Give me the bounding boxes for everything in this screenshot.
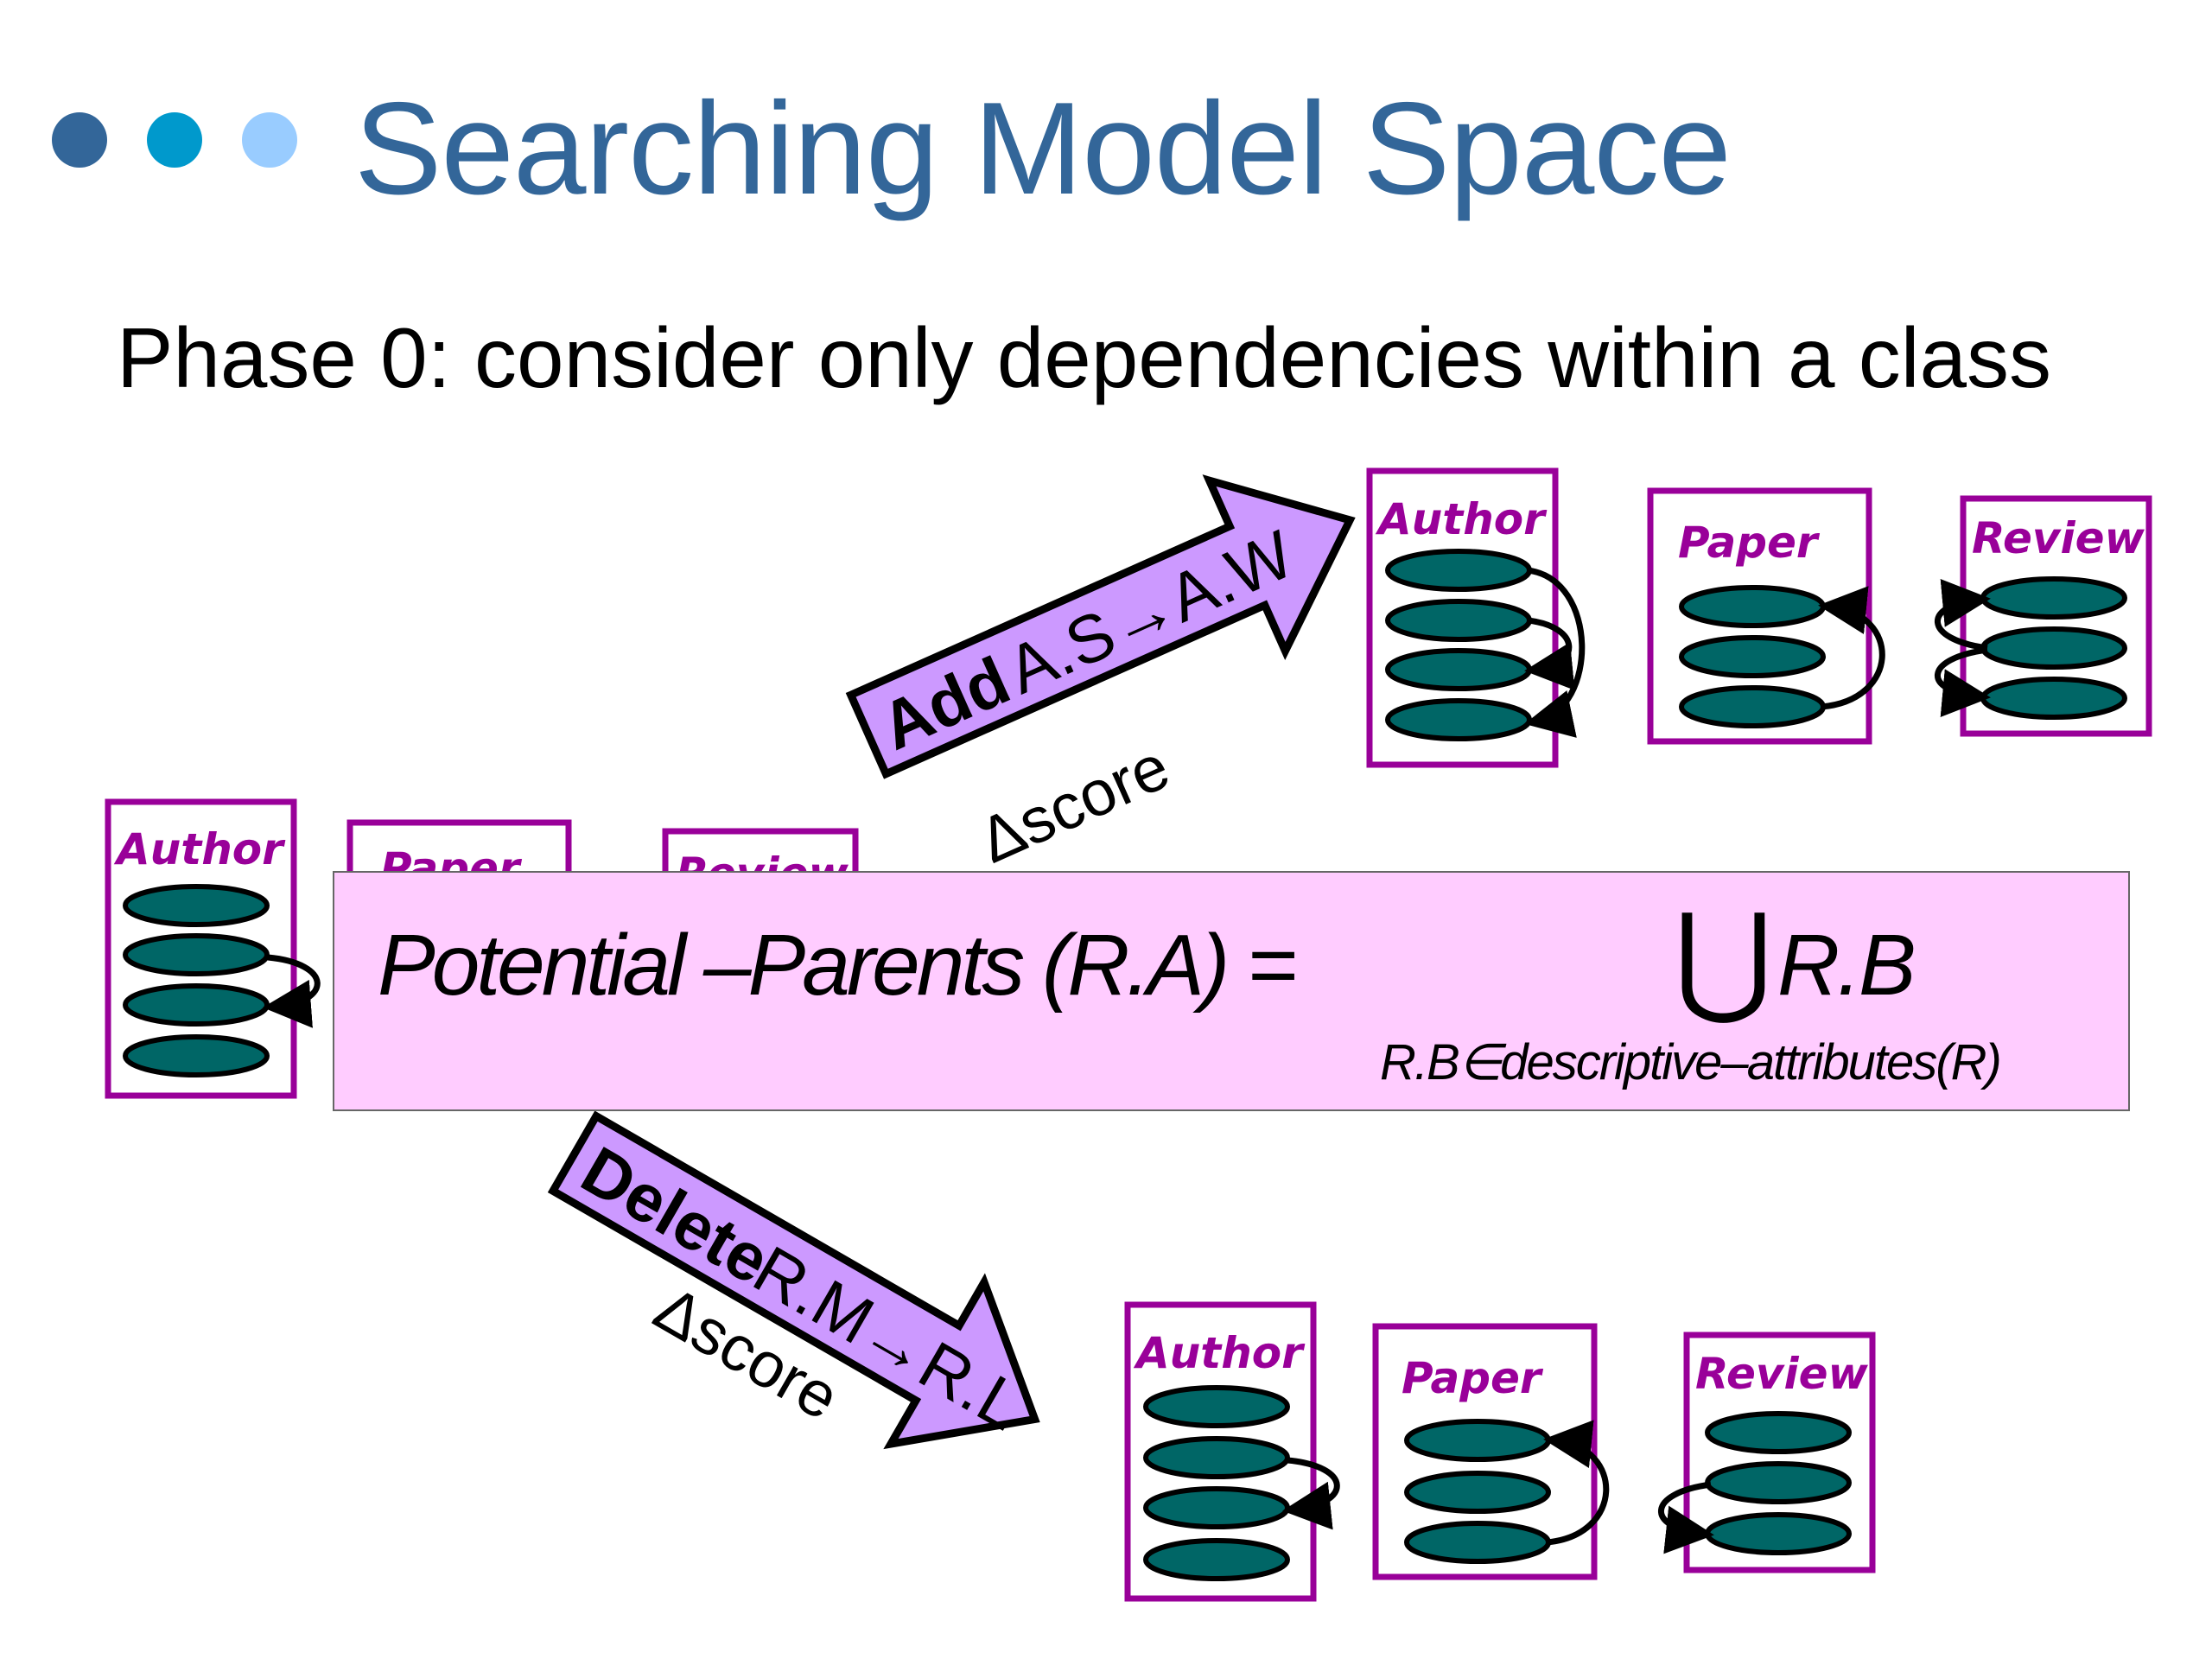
delete-arrow: Delete R.M→R.L	[547, 1110, 1040, 1450]
attribute-node	[1404, 1521, 1551, 1564]
attribute-node	[1385, 648, 1532, 691]
dependency-edge	[1818, 586, 1885, 710]
attribute-node	[1404, 1419, 1551, 1462]
formula-box: Potential –Parents (R.A) = ⋃ R.B R.B∈des…	[333, 871, 2130, 1111]
add-paper-label: Paper	[1678, 518, 1821, 568]
dependency-edge	[1524, 567, 1586, 738]
slide-subtitle: Phase 0: consider only dependencies with…	[117, 310, 2052, 405]
bullet-dot-2	[147, 112, 202, 168]
delete-author-class: Author	[1124, 1301, 1340, 1602]
attribute-node	[1705, 1512, 1852, 1555]
attribute-node	[1679, 685, 1826, 728]
bullet-dot-1	[52, 112, 107, 168]
attribute-node	[1679, 635, 1826, 678]
delete-arrow-op: Delete	[569, 1131, 783, 1298]
slide-title: Searching Model Space	[354, 75, 1732, 222]
dependency-edge	[1935, 646, 1991, 717]
formula-rhs: R.B	[1777, 917, 1916, 1014]
union-symbol: ⋃	[1674, 888, 1773, 1029]
attribute-node	[1143, 1436, 1290, 1479]
initial-author-label: Author	[113, 824, 286, 874]
delete-review-label: Review	[1695, 1349, 1869, 1399]
delete-paper-label: Paper	[1402, 1353, 1544, 1403]
dependency-edge	[263, 954, 321, 1028]
attribute-node	[1980, 677, 2127, 720]
add-result-model: Author Paper Review	[1366, 467, 2152, 768]
delete-author-label: Author	[1133, 1328, 1306, 1378]
formula-lhs: Potential –Parents (R.A) =	[378, 917, 1297, 1014]
delete-review-class: Review	[1658, 1332, 1876, 1573]
delete-paper-class: Paper	[1372, 1323, 1610, 1580]
dependency-edge	[1282, 1457, 1340, 1530]
attribute-node	[1980, 626, 2127, 670]
add-author-label: Author	[1375, 494, 1548, 544]
bullet-dot-3	[242, 112, 297, 168]
attribute-node	[1705, 1461, 1852, 1504]
attribute-node	[123, 983, 270, 1027]
attribute-node	[123, 933, 270, 976]
attribute-node	[123, 884, 270, 927]
attribute-node	[1385, 599, 1532, 642]
attribute-node	[1404, 1471, 1551, 1514]
dependency-edge	[1543, 1420, 1610, 1546]
dependency-edge	[1524, 617, 1575, 690]
attribute-node	[1143, 1538, 1290, 1581]
dependency-edge	[1935, 579, 1991, 652]
attribute-node	[123, 1034, 270, 1077]
attribute-node	[1143, 1486, 1290, 1529]
add-review-label: Review	[1972, 513, 2145, 563]
attribute-node	[1143, 1385, 1290, 1428]
attribute-node	[1385, 549, 1532, 592]
attribute-node	[1679, 585, 1826, 628]
attribute-node	[1705, 1411, 1852, 1454]
attribute-node	[1385, 698, 1532, 741]
initial-author-class: Author	[105, 798, 321, 1099]
formula-subscript: R.B∈descriptive–attributes(R)	[1380, 1034, 2002, 1090]
add-delta-score: Δscore	[969, 730, 1179, 877]
dependency-edge	[1658, 1481, 1714, 1554]
add-paper-class: Paper	[1647, 487, 1885, 745]
add-review-class: Review	[1935, 495, 2152, 737]
attribute-node	[1980, 576, 2127, 620]
add-author-class: Author	[1366, 467, 1586, 768]
delete-result-model: Author Paper Review	[1124, 1301, 1876, 1602]
